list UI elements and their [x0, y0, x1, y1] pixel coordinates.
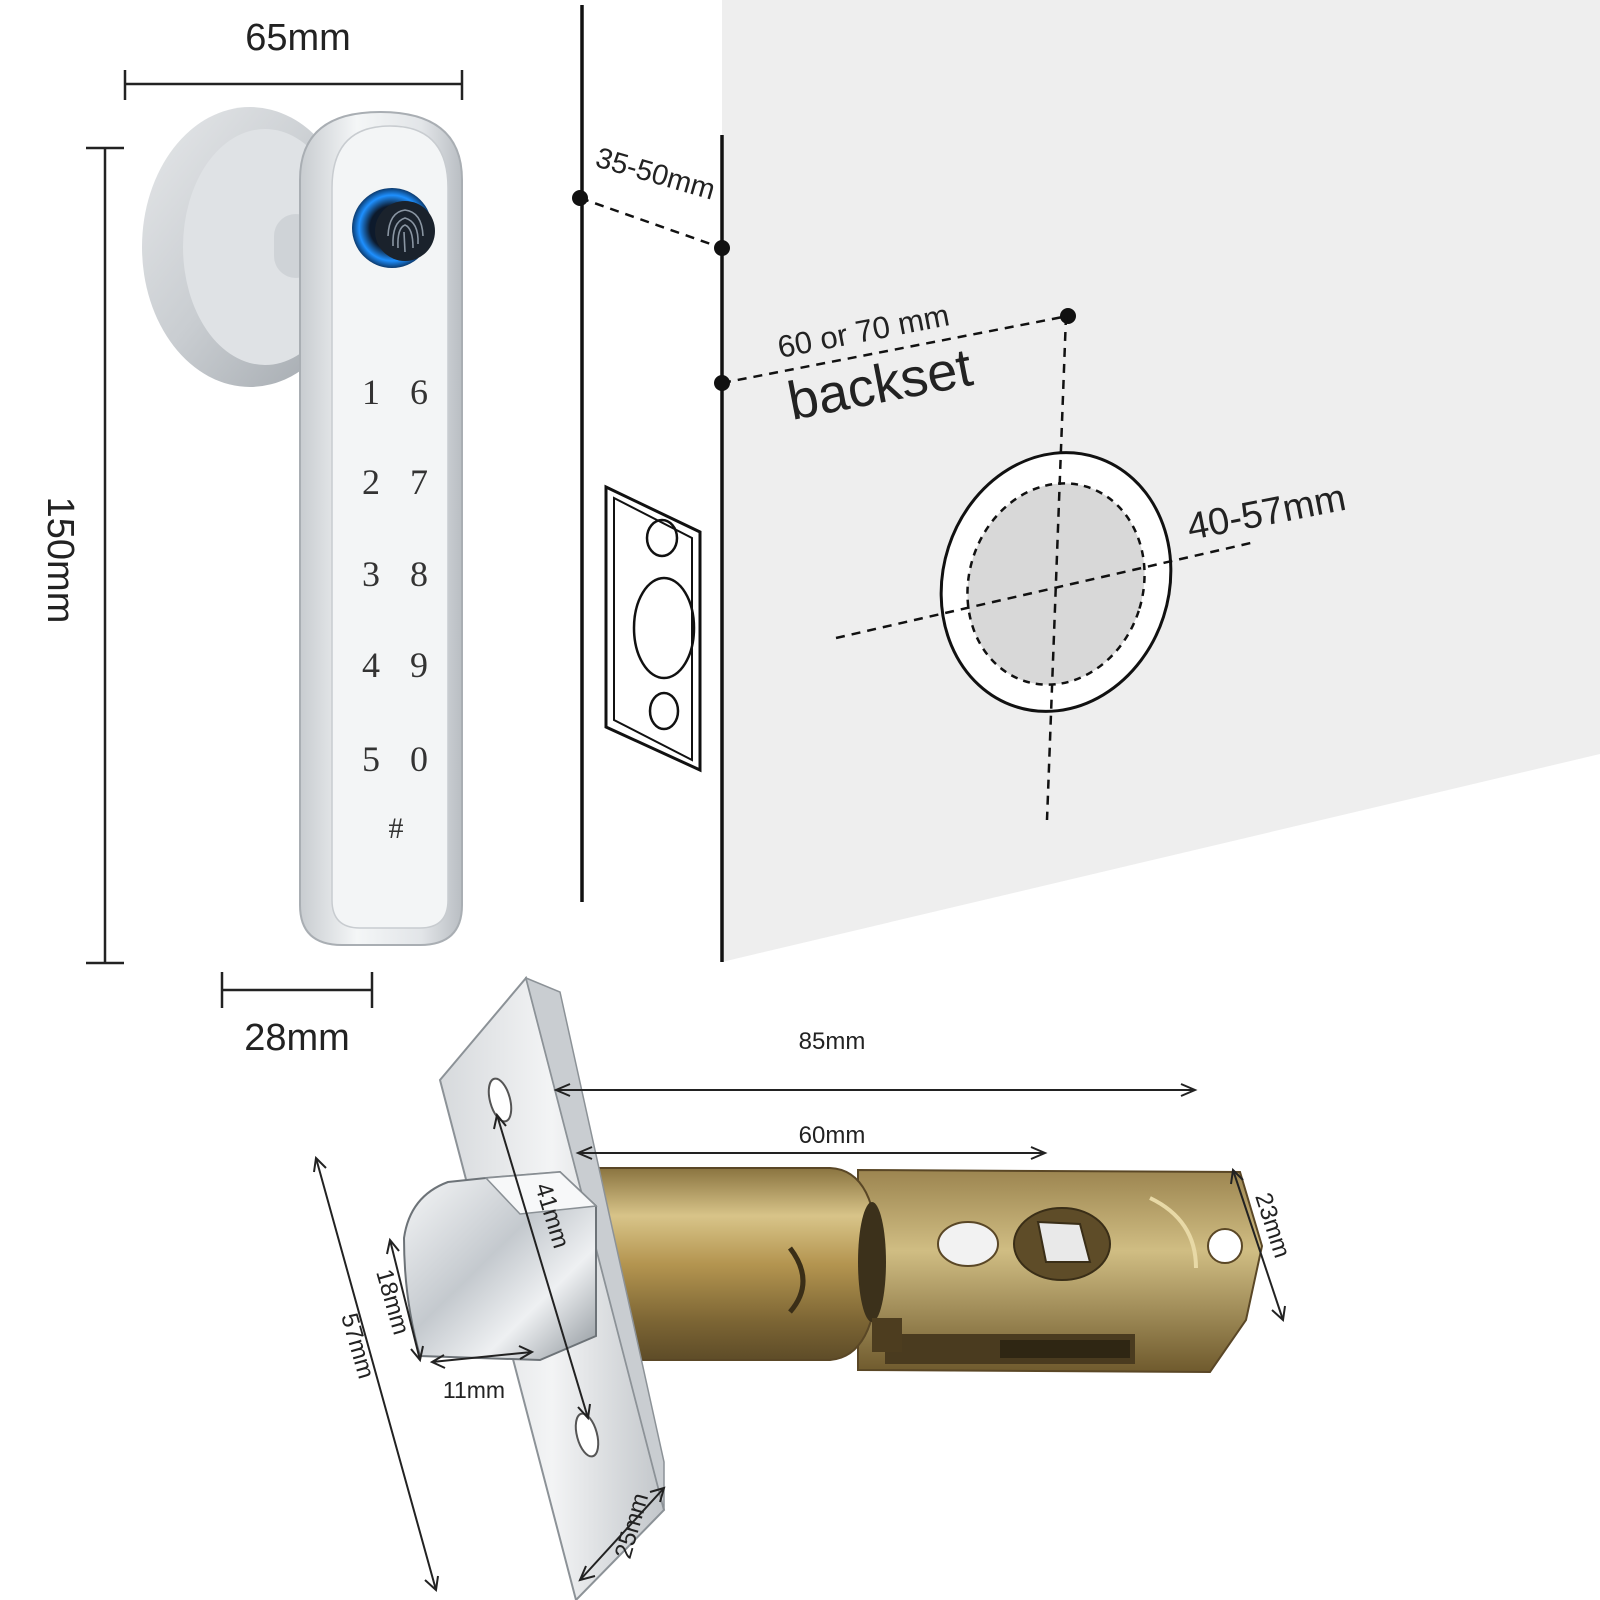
keypad-key: 8 — [410, 554, 428, 594]
keypad-key: 2 — [362, 462, 380, 502]
handle-height-label: 150mm — [39, 497, 81, 624]
keypad-key: 1 — [362, 372, 380, 412]
latch-backset-length-label: 60mm — [799, 1122, 866, 1149]
thickness-point — [572, 190, 588, 206]
keypad-key: 6 — [410, 372, 428, 412]
faceplate-height-label: 57mm — [335, 1310, 379, 1382]
thickness-point — [714, 240, 730, 256]
handle-face — [331, 125, 449, 929]
keypad-key: # — [389, 812, 404, 845]
keypad-key: 4 — [362, 645, 380, 685]
wall-panel — [722, 0, 1600, 962]
keypad-key: 5 — [362, 739, 380, 779]
latch-total-length-label: 85mm — [799, 1028, 866, 1055]
handle-dimensions — [86, 70, 464, 1008]
bolt-depth-label: 11mm — [443, 1377, 505, 1403]
handle-keypad: 1 6 2 7 3 8 4 9 5 0 # — [362, 372, 428, 845]
handle-depth-label: 28mm — [244, 1017, 350, 1059]
door-edge-diagram — [572, 5, 1256, 962]
bore-hole — [835, 315, 1256, 821]
smart-handle-illustration: 1 6 2 7 3 8 4 9 5 0 # — [142, 107, 463, 946]
strike-plate — [604, 484, 702, 773]
backset-point — [1060, 308, 1076, 324]
keypad-key: 0 — [410, 739, 428, 779]
door-thickness-label: 35-50mm — [592, 142, 719, 207]
thickness-dash-line — [579, 196, 723, 250]
keypad-key: 3 — [362, 554, 380, 594]
handle-width-label: 65mm — [245, 17, 351, 59]
keypad-key: 7 — [410, 462, 428, 502]
fingerprint-icon — [387, 209, 424, 253]
fingerprint-sensor — [375, 201, 435, 261]
backset-dash-line — [721, 314, 1069, 385]
backset-point — [714, 375, 730, 391]
latch-illustration — [402, 975, 1264, 1600]
keypad-key: 9 — [410, 645, 428, 685]
latch-dimensions — [313, 1083, 1286, 1593]
